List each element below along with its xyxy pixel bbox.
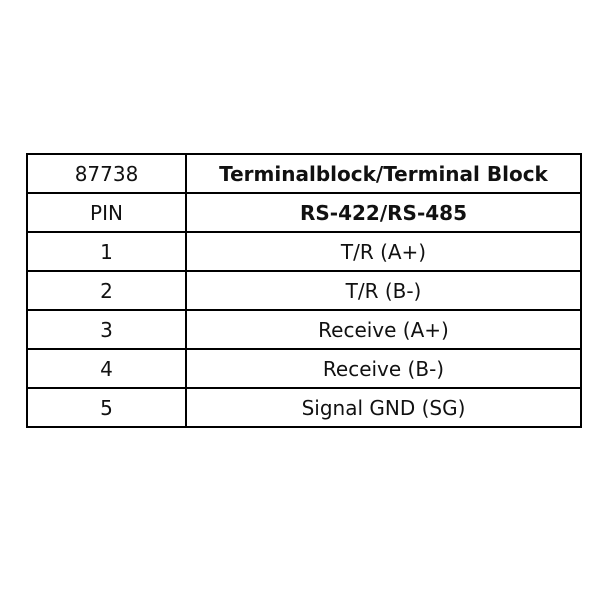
table-row: 5 Signal GND (SG) bbox=[26, 387, 582, 428]
pin-number-cell: 5 bbox=[26, 387, 187, 428]
signal-cell: Receive (B-) bbox=[185, 348, 582, 389]
pin-number-cell: 1 bbox=[26, 231, 187, 272]
table-row: 1 T/R (A+) bbox=[26, 231, 582, 272]
signal-cell: Receive (A+) bbox=[185, 309, 582, 350]
table-row: 4 Receive (B-) bbox=[26, 348, 582, 389]
table-subheader-row: PIN RS-422/RS-485 bbox=[26, 192, 582, 233]
pin-number-cell: 4 bbox=[26, 348, 187, 389]
signal-cell: Signal GND (SG) bbox=[185, 387, 582, 428]
pin-number-cell: 2 bbox=[26, 270, 187, 311]
table-row: 3 Receive (A+) bbox=[26, 309, 582, 350]
signal-cell: T/R (B-) bbox=[185, 270, 582, 311]
pin-label-cell: PIN bbox=[26, 192, 187, 233]
protocol-cell: RS-422/RS-485 bbox=[185, 192, 582, 233]
pin-number-cell: 3 bbox=[26, 309, 187, 350]
signal-cell: T/R (A+) bbox=[185, 231, 582, 272]
table-row: 2 T/R (B-) bbox=[26, 270, 582, 311]
connector-type-cell: Terminalblock/Terminal Block bbox=[185, 153, 582, 194]
part-number-cell: 87738 bbox=[26, 153, 187, 194]
table-header-row: 87738 Terminalblock/Terminal Block bbox=[26, 153, 582, 194]
pinout-table: 87738 Terminalblock/Terminal Block PIN R… bbox=[26, 153, 582, 428]
